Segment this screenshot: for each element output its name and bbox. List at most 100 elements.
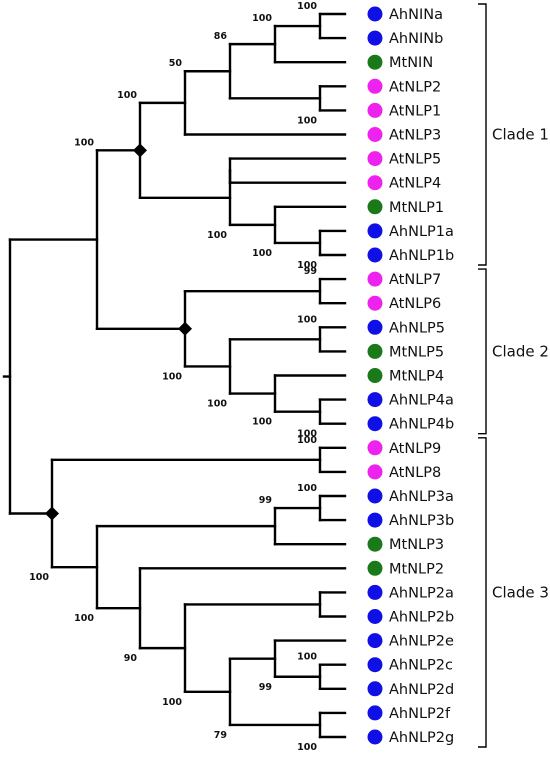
leaf-label: AhNLP3b (389, 513, 454, 529)
bootstrap-value: 100 (297, 260, 317, 271)
bootstrap-value: 99 (304, 266, 317, 277)
bootstrap-value: 99 (259, 682, 272, 693)
node-markers (45, 143, 192, 521)
leaf-label: MtNLP5 (389, 344, 444, 360)
leaf-label: AtNLP4 (389, 176, 441, 192)
species-dot (367, 319, 383, 335)
species-dot (367, 392, 383, 408)
bootstrap-value: 86 (214, 31, 228, 42)
leaf-label: AtNLP3 (389, 128, 441, 144)
leaf-label: AhNLP2d (389, 682, 454, 698)
bootstrap-value: 50 (169, 58, 183, 69)
clade-bracket (478, 437, 487, 748)
leaf-label: MtNLP3 (389, 537, 444, 553)
bootstrap-value: 100 (297, 483, 317, 494)
tree-leaves: AhNINaAhNINbMtNINAtNLP2AtNLP1AtNLP3AtNLP… (367, 6, 454, 746)
bootstrap-value: 79 (214, 730, 227, 741)
bootstrap-value: 100 (74, 613, 94, 624)
species-dot (367, 54, 383, 70)
clade-bracket (478, 268, 487, 435)
leaf-label: AhNLP4b (389, 417, 454, 433)
species-dot (367, 416, 383, 432)
leaf-label: AhNLP2b (389, 610, 454, 626)
species-dot (367, 102, 383, 118)
leaf-label: AtNLP5 (389, 152, 441, 168)
leaf-label: AhNLP2e (389, 634, 454, 650)
species-dot (367, 247, 383, 263)
node-marker-diamond (178, 321, 192, 336)
bootstrap-value: 100 (74, 137, 94, 148)
bootstrap-value: 100 (297, 314, 317, 325)
leaf-label: AtNLP8 (389, 465, 441, 481)
leaf-label: AhNLP4a (389, 393, 454, 409)
species-dot (367, 343, 383, 359)
leaf-label: AhNINb (389, 31, 443, 47)
species-dot (367, 536, 383, 552)
species-dot (367, 30, 383, 46)
species-dot (367, 440, 383, 456)
species-dot (367, 609, 383, 624)
bootstrap-value: 100 (162, 371, 182, 382)
bootstrap-value: 100 (252, 13, 272, 24)
species-dot (367, 488, 383, 504)
leaf-label: MtNIN (389, 55, 433, 71)
clade-brackets: Clade 1 Clade 2 Clade 3 (478, 3, 549, 748)
leaf-label: AtNLP7 (389, 272, 441, 288)
bootstrap-value: 100 (29, 572, 49, 583)
bootstrap-value: 100 (117, 90, 137, 101)
species-dot (367, 512, 383, 528)
species-dot (367, 464, 383, 480)
leaf-label: AhNLP5 (389, 320, 445, 336)
leaf-label: AtNLP1 (389, 103, 441, 119)
species-dot (367, 151, 383, 167)
species-dot (367, 633, 383, 649)
species-dot (367, 78, 383, 94)
bootstrap-value: 100 (207, 230, 227, 241)
leaf-label: AtNLP6 (389, 296, 441, 312)
species-dot (367, 127, 383, 142)
species-dot (367, 199, 383, 215)
species-dot (367, 729, 383, 745)
node-marker-diamond (45, 506, 59, 521)
leaf-label: MtNLP1 (389, 200, 444, 216)
bootstrap-value: 100 (252, 417, 272, 428)
bootstrap-value: 100 (252, 248, 272, 259)
species-dot (367, 657, 383, 673)
bootstrap-value: 100 (297, 742, 317, 753)
bootstrap-value: 100 (297, 115, 317, 126)
leaf-label: AhNLP2f (389, 706, 451, 722)
species-dot (367, 705, 383, 721)
leaf-label: AhNLP3a (389, 489, 454, 505)
bootstrap-value: 100 (297, 429, 317, 440)
bootstrap-value: 100 (297, 1, 317, 12)
bootstrap-value: 99 (259, 495, 272, 506)
leaf-label: AhNLP2a (389, 585, 454, 601)
clade-bracket (478, 3, 487, 266)
leaf-label: MtNLP4 (389, 369, 444, 385)
bootstrap-value: 100 (162, 697, 182, 708)
bootstrap-value: 100 (207, 399, 227, 410)
leaf-label: AtNLP9 (389, 441, 441, 457)
species-dot (367, 681, 383, 697)
bootstrap-value: 100 (297, 435, 317, 446)
species-dot (367, 368, 383, 383)
leaf-label: AhNINa (389, 7, 443, 23)
leaf-label: AhNLP2c (389, 658, 453, 674)
species-dot (367, 295, 383, 311)
species-dot (367, 175, 383, 191)
clade-label: Clade 1 (492, 126, 549, 144)
species-dot (367, 560, 383, 576)
species-dot (367, 584, 383, 600)
bootstrap-value: 90 (124, 653, 138, 664)
clade-label: Clade 3 (492, 583, 549, 601)
bootstrap-values: 1001001008650100100100100991001001001001… (29, 1, 317, 753)
clade-label: Clade 2 (492, 342, 549, 360)
tree-branches (2, 12, 347, 739)
leaf-label: AhNLP2g (389, 730, 454, 746)
species-dot (367, 271, 383, 287)
species-dot (367, 6, 383, 22)
bootstrap-value: 100 (297, 652, 317, 663)
leaf-label: AhNLP1b (389, 248, 454, 264)
leaf-label: AhNLP1a (389, 224, 454, 240)
